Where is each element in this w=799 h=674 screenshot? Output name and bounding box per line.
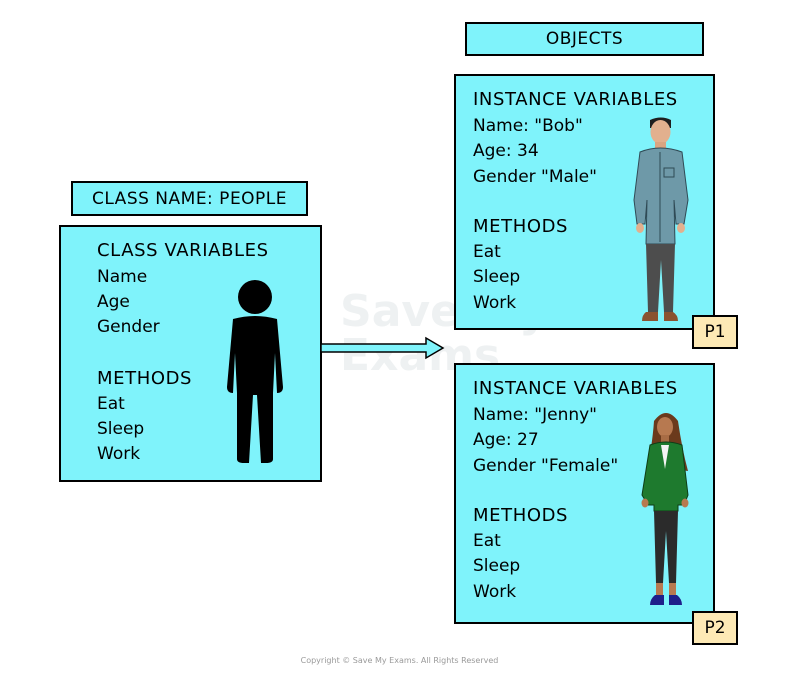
class-variable-age: Age xyxy=(97,292,130,312)
p1-variable-gender: Gender "Male" xyxy=(473,167,597,187)
class-variable-gender: Gender xyxy=(97,317,160,337)
p1-methods-heading: METHODS xyxy=(473,216,569,237)
p1-instance-variables-heading: INSTANCE VARIABLES xyxy=(473,89,678,110)
p2-variable-name: Name: "Jenny" xyxy=(473,405,598,425)
class-name-label: CLASS NAME: PEOPLE xyxy=(71,181,308,216)
p1-method-eat: Eat xyxy=(473,242,501,262)
class-variables-heading: CLASS VARIABLES xyxy=(97,240,269,261)
p2-method-work: Work xyxy=(473,582,517,602)
p2-instance-variables-heading: INSTANCE VARIABLES xyxy=(473,378,678,399)
class-method-work: Work xyxy=(97,444,141,464)
p1-method-work: Work xyxy=(473,293,517,313)
p2-variable-age: Age: 27 xyxy=(473,430,539,450)
object-box-p1: INSTANCE VARIABLES Name: "Bob" Age: 34 G… xyxy=(454,74,738,349)
class-variable-name: Name xyxy=(97,267,148,287)
objects-label: OBJECTS xyxy=(465,22,704,56)
instantiation-arrow xyxy=(320,336,445,360)
p1-method-sleep: Sleep xyxy=(473,267,521,287)
object-box-p2: INSTANCE VARIABLES Name: "Jenny" Age: 27… xyxy=(454,363,738,645)
p2-method-sleep: Sleep xyxy=(473,556,521,576)
class-methods-heading: METHODS xyxy=(97,368,193,389)
woman-figure-icon xyxy=(641,413,689,605)
p2-methods-heading: METHODS xyxy=(473,505,569,526)
man-figure-icon xyxy=(633,117,689,321)
p1-variable-age: Age: 34 xyxy=(473,141,539,161)
person-silhouette-icon xyxy=(227,280,283,463)
p1-tag: P1 xyxy=(692,315,738,349)
p2-tag: P2 xyxy=(692,611,738,645)
p1-variable-name: Name: "Bob" xyxy=(473,116,583,136)
p2-method-eat: Eat xyxy=(473,531,501,551)
p2-variable-gender: Gender "Female" xyxy=(473,456,619,476)
class-method-eat: Eat xyxy=(97,394,125,414)
class-method-sleep: Sleep xyxy=(97,419,145,439)
class-box: CLASS VARIABLES Name Age Gender METHODS … xyxy=(59,225,322,482)
copyright-footer: Copyright © Save My Exams. All Rights Re… xyxy=(300,656,499,665)
